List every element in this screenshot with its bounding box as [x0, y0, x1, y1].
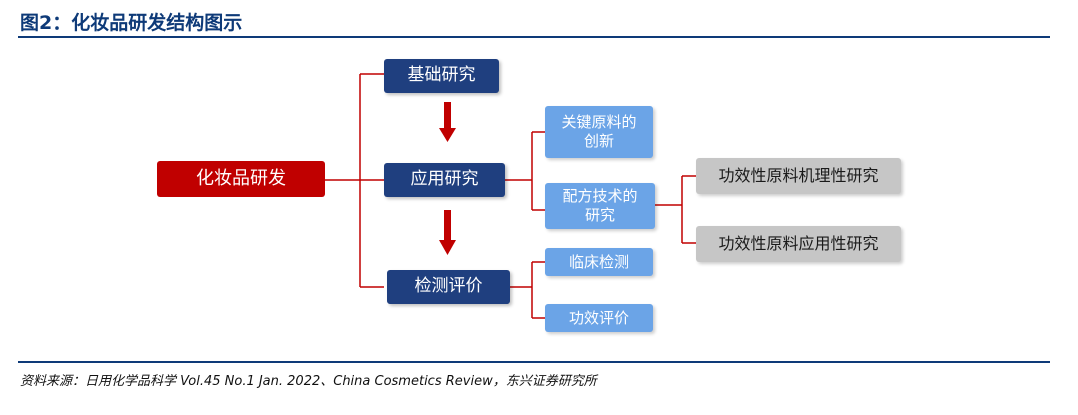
sub-key-materials: 关键原料的 创新: [545, 106, 653, 158]
top-divider: [18, 36, 1050, 38]
arrow-down-1: [439, 102, 456, 142]
root-node: 化妆品研发: [157, 161, 325, 197]
connector-applied-subs: [505, 131, 545, 211]
sub-efficacy-evaluation: 功效评价: [545, 304, 653, 332]
leaf-mechanism-research: 功效性原料机理性研究: [696, 158, 901, 194]
stage-testing-evaluation: 检测评价: [387, 270, 510, 304]
leaf-application-research: 功效性原料应用性研究: [696, 226, 901, 262]
sub-clinical-testing: 临床检测: [545, 248, 653, 276]
sub-formula-tech: 配方技术的 研究: [545, 183, 655, 229]
source-note: 资料来源：日用化学品科学 Vol.45 No.1 Jan. 2022、China…: [20, 374, 597, 389]
page-title: 图2：化妆品研发结构图示: [20, 12, 243, 34]
arrow-down-2: [439, 210, 456, 255]
stage-basic-research: 基础研究: [384, 59, 499, 93]
connector-testing-subs: [510, 261, 545, 319]
stage-applied-research: 应用研究: [384, 163, 505, 197]
connector-root-stages: [325, 73, 384, 288]
connector-formula-leaves: [655, 175, 696, 244]
bottom-divider: [18, 361, 1050, 363]
